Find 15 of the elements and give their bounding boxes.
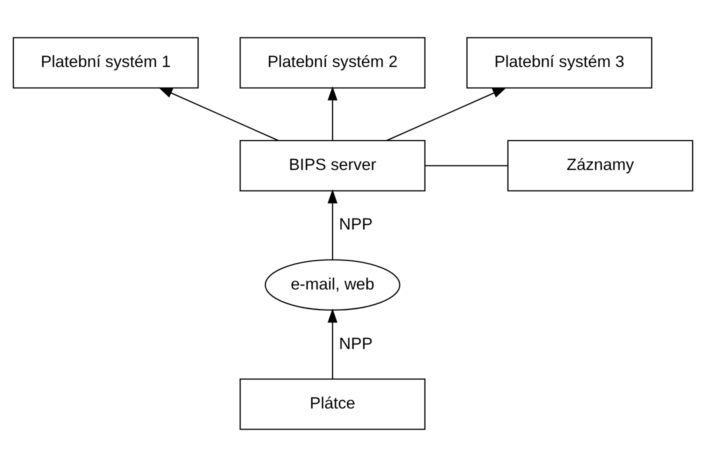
node-box: Plátce	[240, 378, 426, 430]
arrow	[328, 188, 338, 260]
node-box: BIPS server	[240, 139, 426, 191]
node-box: Platební systém 3	[466, 36, 652, 88]
edge-label: NPP	[339, 215, 373, 234]
node-ellipse: e-mail, web	[264, 258, 400, 310]
connector	[425, 164, 508, 166]
node-box: Platební systém 1	[12, 36, 199, 88]
arrow	[386, 86, 507, 140]
arrow	[328, 308, 338, 378]
node-box: Záznamy	[507, 139, 694, 191]
edge-label: NPP	[339, 334, 373, 352]
arrow	[328, 86, 338, 140]
node-box: Platební systém 2	[240, 36, 426, 88]
arrow	[158, 86, 278, 140]
